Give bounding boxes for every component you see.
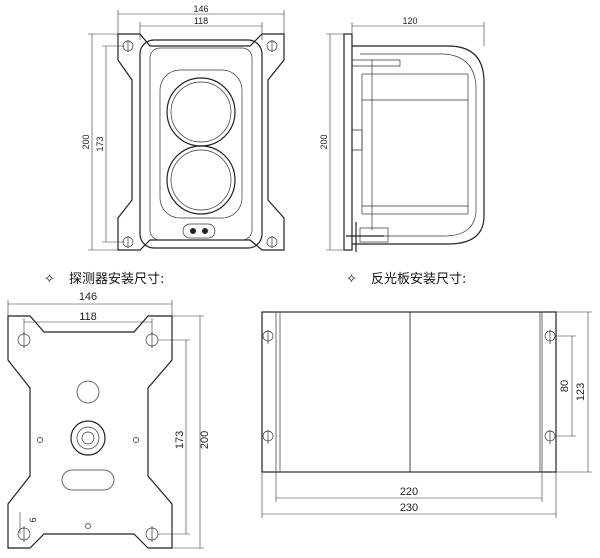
front-mount-plate bbox=[117, 33, 285, 251]
reflector-panel-left bbox=[279, 311, 411, 473]
plate-center-boss bbox=[70, 420, 106, 456]
front-dim-width-inner: 118 bbox=[194, 16, 208, 26]
reflector-panel-right bbox=[409, 311, 541, 473]
front-lens-upper bbox=[166, 77, 236, 147]
side-top-screw bbox=[352, 59, 401, 67]
front-dim-height-inner: 173 bbox=[95, 136, 105, 151]
front-corner-screws bbox=[122, 40, 278, 248]
plate-cable-slot bbox=[61, 469, 115, 491]
reflector-dim-height-inner: 80 bbox=[559, 380, 571, 392]
side-dim-height: 200 bbox=[319, 134, 329, 149]
reflector-mount-holes bbox=[262, 330, 556, 444]
front-housing bbox=[139, 39, 263, 249]
front-lens-panel bbox=[159, 69, 243, 219]
plate-dim-width-inner: 118 bbox=[79, 311, 97, 323]
front-dim-height-outer: 200 bbox=[81, 134, 91, 149]
front-dim-width-outer: 146 bbox=[193, 4, 208, 14]
side-inner-frame bbox=[361, 73, 469, 215]
front-lens-lower bbox=[166, 145, 236, 215]
plate-top-hole bbox=[76, 380, 100, 404]
mounting-plate-view: 146 118 173 200 6 bbox=[7, 291, 211, 549]
plate-dim-height-inner: 173 bbox=[174, 431, 186, 449]
reflector-caption-text: 反光板安装尺寸: bbox=[371, 272, 467, 287]
reflector-dim-width-inner: 220 bbox=[400, 486, 418, 498]
reflector-dim-width-outer: 230 bbox=[400, 502, 418, 514]
side-housing bbox=[352, 45, 485, 245]
reflector-view: 220 230 80 123 bbox=[261, 311, 592, 518]
plate-dim-small: 6 bbox=[28, 517, 38, 522]
side-dim-depth: 120 bbox=[402, 16, 417, 26]
detector-caption-text: 探测器安装尺寸: bbox=[69, 272, 165, 287]
plate-dim-height-outer: 200 bbox=[199, 431, 211, 449]
reflector-caption: ✧ 反光板安装尺寸: bbox=[346, 268, 466, 287]
reflector-frame bbox=[261, 311, 557, 473]
side-bracket bbox=[343, 33, 353, 251]
detector-front-view: 146 118 200 173 bbox=[81, 4, 285, 251]
detector-caption: ✧ 探测器安装尺寸: bbox=[44, 268, 164, 287]
front-indicator-window bbox=[182, 223, 216, 239]
front-housing-inner bbox=[149, 47, 253, 241]
detector-caption-bullet: ✧ bbox=[44, 272, 55, 287]
reflector-dim-height-outer: 123 bbox=[575, 383, 587, 401]
detector-side-view: 120 200 bbox=[319, 16, 485, 252]
reflector-inner-frame bbox=[275, 311, 543, 473]
reflector-caption-bullet: ✧ bbox=[346, 272, 357, 287]
plate-corner-holes bbox=[17, 332, 159, 542]
plate-dim-width-outer: 146 bbox=[79, 291, 97, 303]
